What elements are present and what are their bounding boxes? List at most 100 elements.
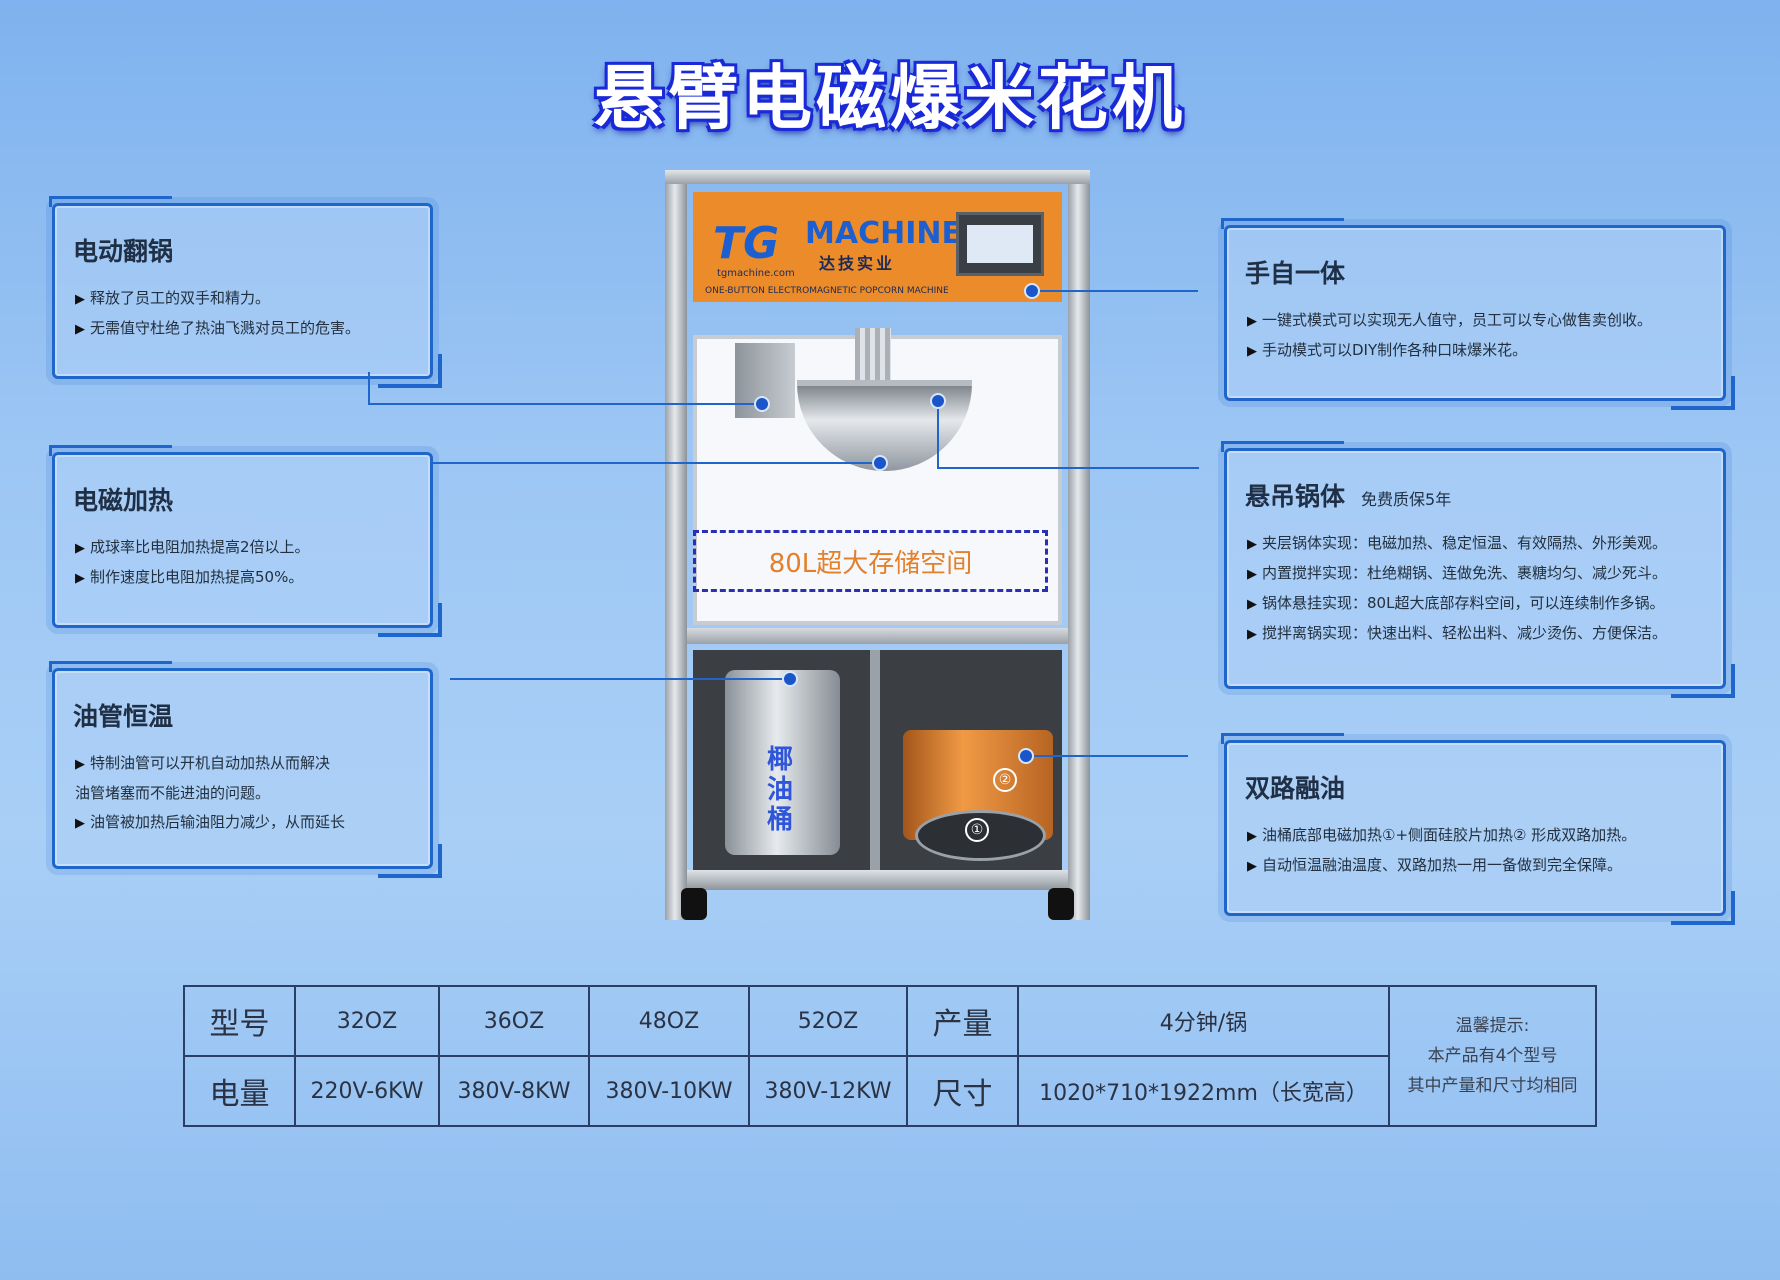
caster-wheel-icon [681, 888, 707, 920]
oil-bucket-label: 椰油桶 [766, 745, 793, 835]
triangle-bullet-icon: ▶ [1247, 829, 1257, 844]
warranty-note: 免费质保5年 [1361, 490, 1452, 509]
triangle-bullet-icon: ▶ [1247, 314, 1257, 329]
brand-tagline: ONE-BUTTON ELECTROMAGNETIC POPCORN MACHI… [705, 286, 949, 296]
table-cell: 220V-6KW [294, 1055, 440, 1127]
triangle-bullet-icon: ▶ [75, 757, 85, 772]
connector-line [450, 678, 790, 680]
list-item: ▶无需值守杜绝了热油飞溅对员工的危害。 [75, 314, 418, 344]
triangle-bullet-icon: ▶ [1247, 627, 1257, 642]
page-title: 悬臂电磁爆米花机 [594, 57, 1186, 139]
shelf [687, 628, 1068, 644]
control-panel: TG MACHINE 达技实业 tgmachine.com ONE-BUTTON… [693, 192, 1062, 302]
list-item: ▶释放了员工的双手和精力。 [75, 284, 418, 314]
connector-line [937, 400, 939, 467]
table-cell: 1020*710*1922mm（长宽高） [1017, 1055, 1390, 1127]
table-cell: 36OZ [438, 985, 590, 1057]
table-cell: 4分钟/锅 [1017, 985, 1390, 1057]
callout-dot [1024, 283, 1040, 299]
touch-screen-icon [956, 212, 1044, 276]
card-title: 电动翻锅 [73, 237, 174, 266]
triangle-bullet-icon: ▶ [75, 816, 85, 831]
table-header: 电量 [183, 1055, 296, 1127]
connector-line [430, 462, 878, 464]
triangle-bullet-icon: ▶ [75, 292, 85, 307]
tip-title: 温馨提示: [1455, 1016, 1530, 1036]
marker-1: ① [965, 818, 989, 842]
card-electric-flip: 电动翻锅 ▶释放了员工的双手和精力。 ▶无需值守杜绝了热油飞溅对员工的危害。 [49, 196, 442, 388]
tip-line: 本产品有4个型号 [1427, 1046, 1558, 1066]
list-item: 油管堵塞而不能进油的问题。 [75, 784, 271, 802]
card-induction-heating: 电磁加热 ▶成球率比电阻加热提高2倍以上。 ▶制作速度比电阻加热提高50%。 [49, 445, 442, 637]
triangle-bullet-icon: ▶ [75, 322, 85, 337]
callout-dot [930, 393, 946, 409]
card-hanging-pot: 悬吊锅体免费质保5年 ▶夹层锅体实现：电磁加热、稳定恒温、有效隔热、外形美观。 … [1221, 441, 1735, 698]
table-cell: 32OZ [294, 985, 440, 1057]
tip-cell: 温馨提示: 本产品有4个型号 其中产量和尺寸均相同 [1388, 985, 1597, 1127]
popcorn-machine-illustration: TG MACHINE 达技实业 tgmachine.com ONE-BUTTON… [665, 170, 1090, 920]
list-item: ▶油桶底部电磁加热①+侧面硅胶片加热② 形成双路加热。 [1247, 821, 1711, 851]
card-title: 悬吊锅体免费质保5年 [1245, 482, 1452, 511]
list-item: ▶锅体悬挂实现：80L超大底部存料空间，可以连续制作多锅。 [1247, 589, 1711, 619]
list-item: ▶手动模式可以DIY制作各种口味爆米花。 [1247, 336, 1711, 366]
list-item: ▶特制油管可以开机自动加热从而解决 [75, 749, 418, 779]
cabinet-divider [870, 650, 880, 870]
frame-right [1068, 170, 1090, 920]
card-title: 双路融油 [1245, 774, 1346, 803]
tip-line: 其中产量和尺寸均相同 [1407, 1076, 1578, 1096]
table-header: 型号 [183, 985, 296, 1057]
card-title: 电磁加热 [73, 486, 174, 515]
table-row: 电量 220V-6KW 380V-8KW 380V-10KW 380V-12KW… [183, 1055, 1596, 1127]
list-item: ▶自动恒温融油温度、双路加热一用一备做到完全保障。 [1247, 851, 1711, 881]
frame-top [665, 170, 1090, 184]
brand-logo-cn: 达技实业 [819, 254, 896, 273]
list-item: ▶油管被加热后输油阻力减少，从而延长 [75, 808, 418, 838]
connector-line [1036, 290, 1198, 292]
triangle-bullet-icon: ▶ [75, 571, 85, 586]
connector-line [937, 467, 1199, 469]
table-header: 产量 [906, 985, 1019, 1057]
table-cell: 48OZ [588, 985, 750, 1057]
triangle-bullet-icon: ▶ [1247, 537, 1257, 552]
table-cell: 380V-8KW [438, 1055, 590, 1127]
table-cell: 380V-12KW [748, 1055, 908, 1127]
triangle-bullet-icon: ▶ [1247, 344, 1257, 359]
oil-bucket [725, 670, 840, 855]
card-title: 油管恒温 [73, 702, 174, 731]
callout-dot [782, 671, 798, 687]
triangle-bullet-icon: ▶ [1247, 597, 1257, 612]
frame-bottom [687, 870, 1068, 890]
brand-logo-machine: MACHINE [805, 216, 962, 251]
spec-table: 型号 32OZ 36OZ 48OZ 52OZ 产量 4分钟/锅 温馨提示: 本产… [183, 985, 1597, 1127]
brand-logo-tg: TG [713, 218, 780, 269]
connector-line [368, 403, 760, 405]
list-item: ▶内置搅拌实现：杜绝糊锅、连做免洗、裹糖均匀、减少死斗。 [1247, 559, 1711, 589]
stirring-shaft [855, 328, 891, 388]
connector-line [1030, 755, 1188, 757]
table-cell: 380V-10KW [588, 1055, 750, 1127]
storage-area-label: 80L超大存储空间 [693, 530, 1048, 592]
card-title: 手自一体 [1245, 259, 1346, 288]
list-item: ▶制作速度比电阻加热提高50%。 [75, 563, 418, 593]
triangle-bullet-icon: ▶ [75, 541, 85, 556]
card-manual-auto: 手自一体 ▶一键式模式可以实现无人值守，员工可以专心做售卖创收。 ▶手动模式可以… [1221, 218, 1735, 410]
card-oil-pipe: 油管恒温 ▶特制油管可以开机自动加热从而解决 油管堵塞而不能进油的问题。 ▶油管… [49, 661, 442, 878]
callout-dot [754, 396, 770, 412]
table-header: 尺寸 [906, 1055, 1019, 1127]
table-row: 型号 32OZ 36OZ 48OZ 52OZ 产量 4分钟/锅 温馨提示: 本产… [183, 985, 1597, 1127]
list-item: ▶一键式模式可以实现无人值守，员工可以专心做售卖创收。 [1247, 306, 1711, 336]
caster-wheel-icon [1048, 888, 1074, 920]
list-item: ▶成球率比电阻加热提高2倍以上。 [75, 533, 418, 563]
frame-left [665, 170, 687, 920]
brand-url: tgmachine.com [717, 268, 795, 279]
list-item: ▶夹层锅体实现：电磁加热、稳定恒温、有效隔热、外形美观。 [1247, 529, 1711, 559]
list-item: ▶搅拌离锅实现：快速出料、轻松出料、减少烫伤、方便保洁。 [1247, 619, 1711, 649]
card-dual-oil-melt: 双路融油 ▶油桶底部电磁加热①+侧面硅胶片加热② 形成双路加热。 ▶自动恒温融油… [1221, 733, 1735, 925]
callout-dot [872, 455, 888, 471]
callout-dot [1018, 748, 1034, 764]
table-cell: 52OZ [748, 985, 908, 1057]
triangle-bullet-icon: ▶ [1247, 567, 1257, 582]
triangle-bullet-icon: ▶ [1247, 859, 1257, 874]
connector-line [368, 372, 370, 404]
marker-2: ② [993, 768, 1017, 792]
